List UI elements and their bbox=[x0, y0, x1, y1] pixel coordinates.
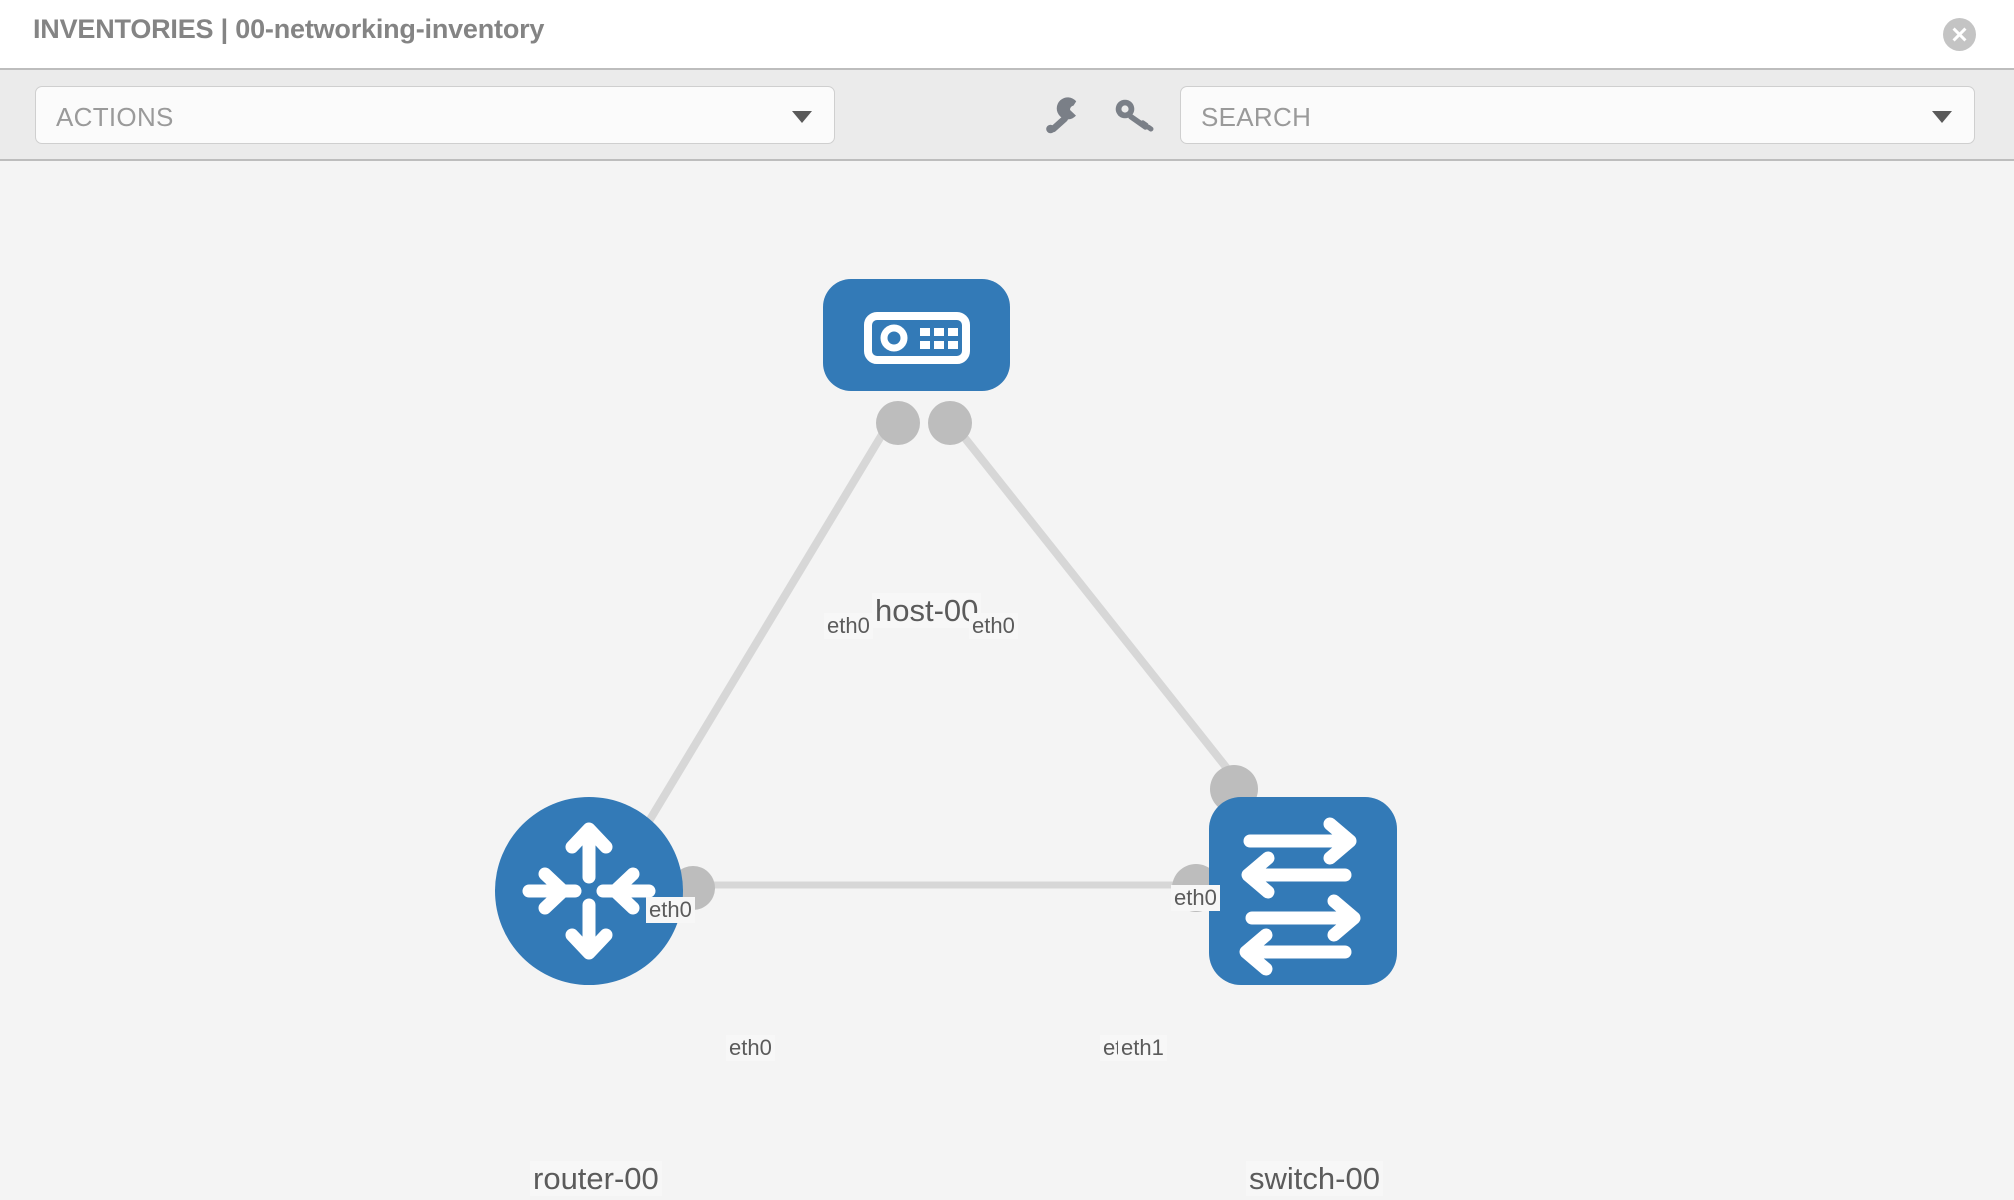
node-host-00[interactable] bbox=[823, 279, 1010, 391]
node-router-00[interactable] bbox=[495, 797, 683, 985]
toolbar: ACTIONS SEARCH bbox=[0, 68, 2014, 161]
link-host-switch bbox=[941, 410, 1249, 794]
port-host-right bbox=[928, 401, 972, 445]
node-label-switch-00: switch-00 bbox=[1246, 1161, 1383, 1196]
node-switch-00[interactable] bbox=[1209, 797, 1397, 985]
chevron-down-icon bbox=[1932, 111, 1952, 123]
topology-canvas[interactable]: host-00 router-00 switch-00 eth0 eth0 et… bbox=[0, 161, 2014, 1200]
switch-arrows-icon bbox=[1239, 817, 1361, 976]
iface-label-host-right: eth0 bbox=[969, 613, 1018, 639]
search-input[interactable]: SEARCH bbox=[1180, 86, 1975, 144]
iface-label-host-left: eth0 bbox=[824, 613, 873, 639]
node-label-host-00: host-00 bbox=[872, 593, 982, 628]
server-icon bbox=[864, 312, 970, 364]
link-router-host bbox=[621, 410, 899, 864]
actions-dropdown-label: ACTIONS bbox=[56, 102, 174, 132]
close-button[interactable] bbox=[1943, 18, 1976, 51]
iface-label-router-right: eth0 bbox=[726, 1035, 775, 1061]
topology-graph bbox=[495, 279, 1397, 985]
link-edges bbox=[621, 410, 1249, 889]
node-label-router-00: router-00 bbox=[530, 1161, 662, 1196]
page-title: INVENTORIES | 00-networking-inventory bbox=[33, 14, 545, 44]
iface-label-switch-up: eth0 bbox=[1171, 885, 1220, 911]
window-header: INVENTORIES | 00-networking-inventory bbox=[0, 0, 2014, 68]
port-connectors bbox=[671, 401, 1258, 912]
iface-label-router-up: eth0 bbox=[646, 897, 695, 923]
key-icon[interactable] bbox=[1110, 92, 1156, 138]
wrench-icon[interactable] bbox=[1040, 92, 1086, 138]
actions-dropdown[interactable]: ACTIONS bbox=[35, 86, 835, 144]
port-host-left bbox=[876, 401, 920, 445]
iface-label-switch-left-b: eth1 bbox=[1118, 1035, 1167, 1061]
router-arrows-icon bbox=[522, 822, 656, 960]
search-placeholder: SEARCH bbox=[1201, 102, 1312, 132]
chevron-down-icon bbox=[792, 111, 812, 123]
